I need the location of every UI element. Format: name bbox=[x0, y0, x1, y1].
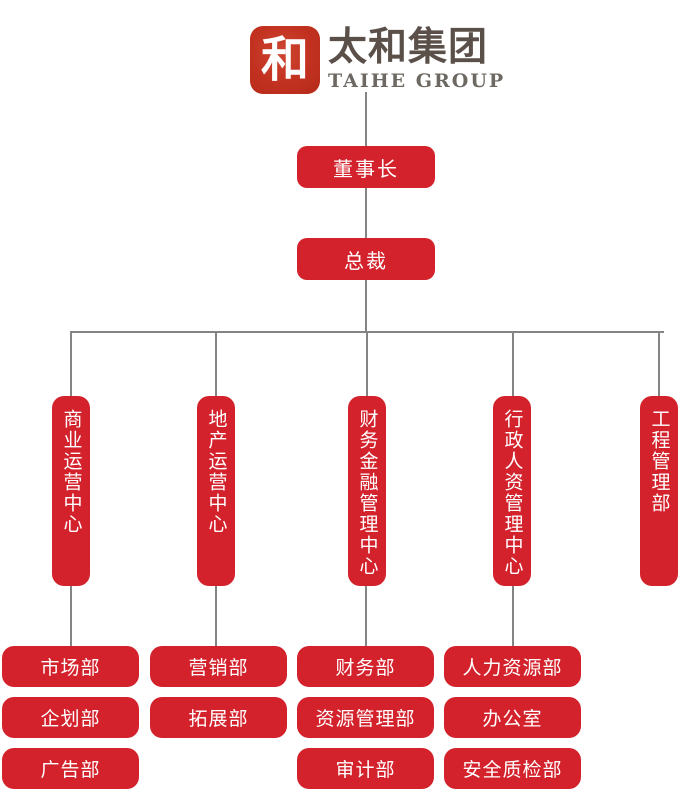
connector-children-2 bbox=[215, 586, 217, 647]
brand-text: 太和集团 TAIHE GROUP bbox=[328, 24, 506, 93]
brand-name-en: TAIHE GROUP bbox=[328, 70, 506, 92]
node-dept-resource-management: 资源管理部 bbox=[297, 697, 434, 738]
connector-drop-5 bbox=[658, 331, 660, 397]
node-center-finance-management: 财务金融管理中心 bbox=[348, 396, 386, 586]
node-center-admin-hr-management: 行政人资管理中心 bbox=[493, 396, 531, 586]
node-chairman: 董事长 bbox=[297, 146, 435, 188]
node-dept-finance: 财务部 bbox=[297, 646, 434, 687]
brand-seal-icon: 和 bbox=[250, 26, 320, 94]
connector-children-3 bbox=[365, 586, 367, 647]
node-center-business-operations: 商业运营中心 bbox=[52, 396, 90, 586]
node-dept-sales: 营销部 bbox=[150, 646, 287, 687]
node-president: 总裁 bbox=[297, 238, 435, 280]
node-dept-office: 办公室 bbox=[444, 697, 581, 738]
connector-drop-2 bbox=[215, 331, 217, 397]
node-dept-expansion: 拓展部 bbox=[150, 697, 287, 738]
node-center-realestate-operations: 地产运营中心 bbox=[197, 396, 235, 586]
node-dept-audit: 审计部 bbox=[297, 748, 434, 789]
node-dept-safety-quality: 安全质检部 bbox=[444, 748, 581, 789]
node-dept-planning: 企划部 bbox=[2, 697, 139, 738]
connector-drop-4 bbox=[512, 331, 514, 397]
node-dept-advertising: 广告部 bbox=[2, 748, 139, 789]
seal-character: 和 bbox=[260, 32, 309, 88]
connector-drop-1 bbox=[70, 331, 72, 397]
connector-drop-3 bbox=[366, 331, 368, 397]
connector-children-4 bbox=[512, 586, 514, 647]
connector-children-1 bbox=[70, 586, 72, 647]
brand-name-cn: 太和集团 bbox=[328, 24, 489, 70]
node-dept-human-resources: 人力资源部 bbox=[444, 646, 581, 687]
connector-trunk bbox=[365, 92, 367, 332]
node-center-engineering-management: 工程管理部 bbox=[640, 396, 678, 586]
node-dept-marketing: 市场部 bbox=[2, 646, 139, 687]
